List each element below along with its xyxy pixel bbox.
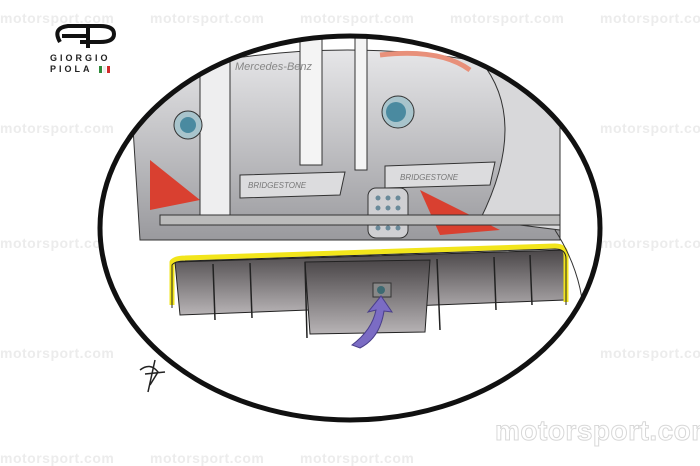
- watermark: motorsport.com: [150, 450, 265, 466]
- watermark: motorsport.com: [0, 235, 115, 251]
- watermark: motorsport.com: [600, 345, 700, 361]
- flag-red: [106, 66, 110, 74]
- watermark: motorsport.com: [300, 450, 415, 466]
- motorsport-brand-watermark: motorsport.com: [495, 415, 700, 447]
- watermark: motorsport.com: [600, 120, 700, 136]
- watermark: motorsport.com: [150, 10, 265, 26]
- giorgio-piola-logo: GIORGIO PIOLA: [50, 22, 130, 75]
- watermark: motorsport.com: [0, 450, 115, 466]
- flag-green: [98, 66, 102, 74]
- sponsor-label: Mercedes-Benz: [235, 61, 313, 73]
- watermark: motorsport.com: [0, 120, 115, 136]
- sponsor-label: BRIDGESTONE: [400, 173, 459, 182]
- flag-white: [102, 66, 106, 74]
- signature: [139, 359, 166, 393]
- watermark: motorsport.com: [300, 10, 415, 26]
- watermark: motorsport.com: [0, 345, 115, 361]
- logo-line1: GIORGIO: [50, 53, 111, 63]
- watermark: motorsport.com: [0, 10, 115, 26]
- watermark: motorsport.com: [600, 235, 700, 251]
- gp-logo-icon: [55, 24, 117, 48]
- logo-line2: PIOLA: [50, 64, 93, 74]
- sponsor-label: BRIDGESTONE: [248, 181, 307, 190]
- watermark: motorsport.com: [600, 10, 700, 26]
- watermark: motorsport.com: [450, 10, 565, 26]
